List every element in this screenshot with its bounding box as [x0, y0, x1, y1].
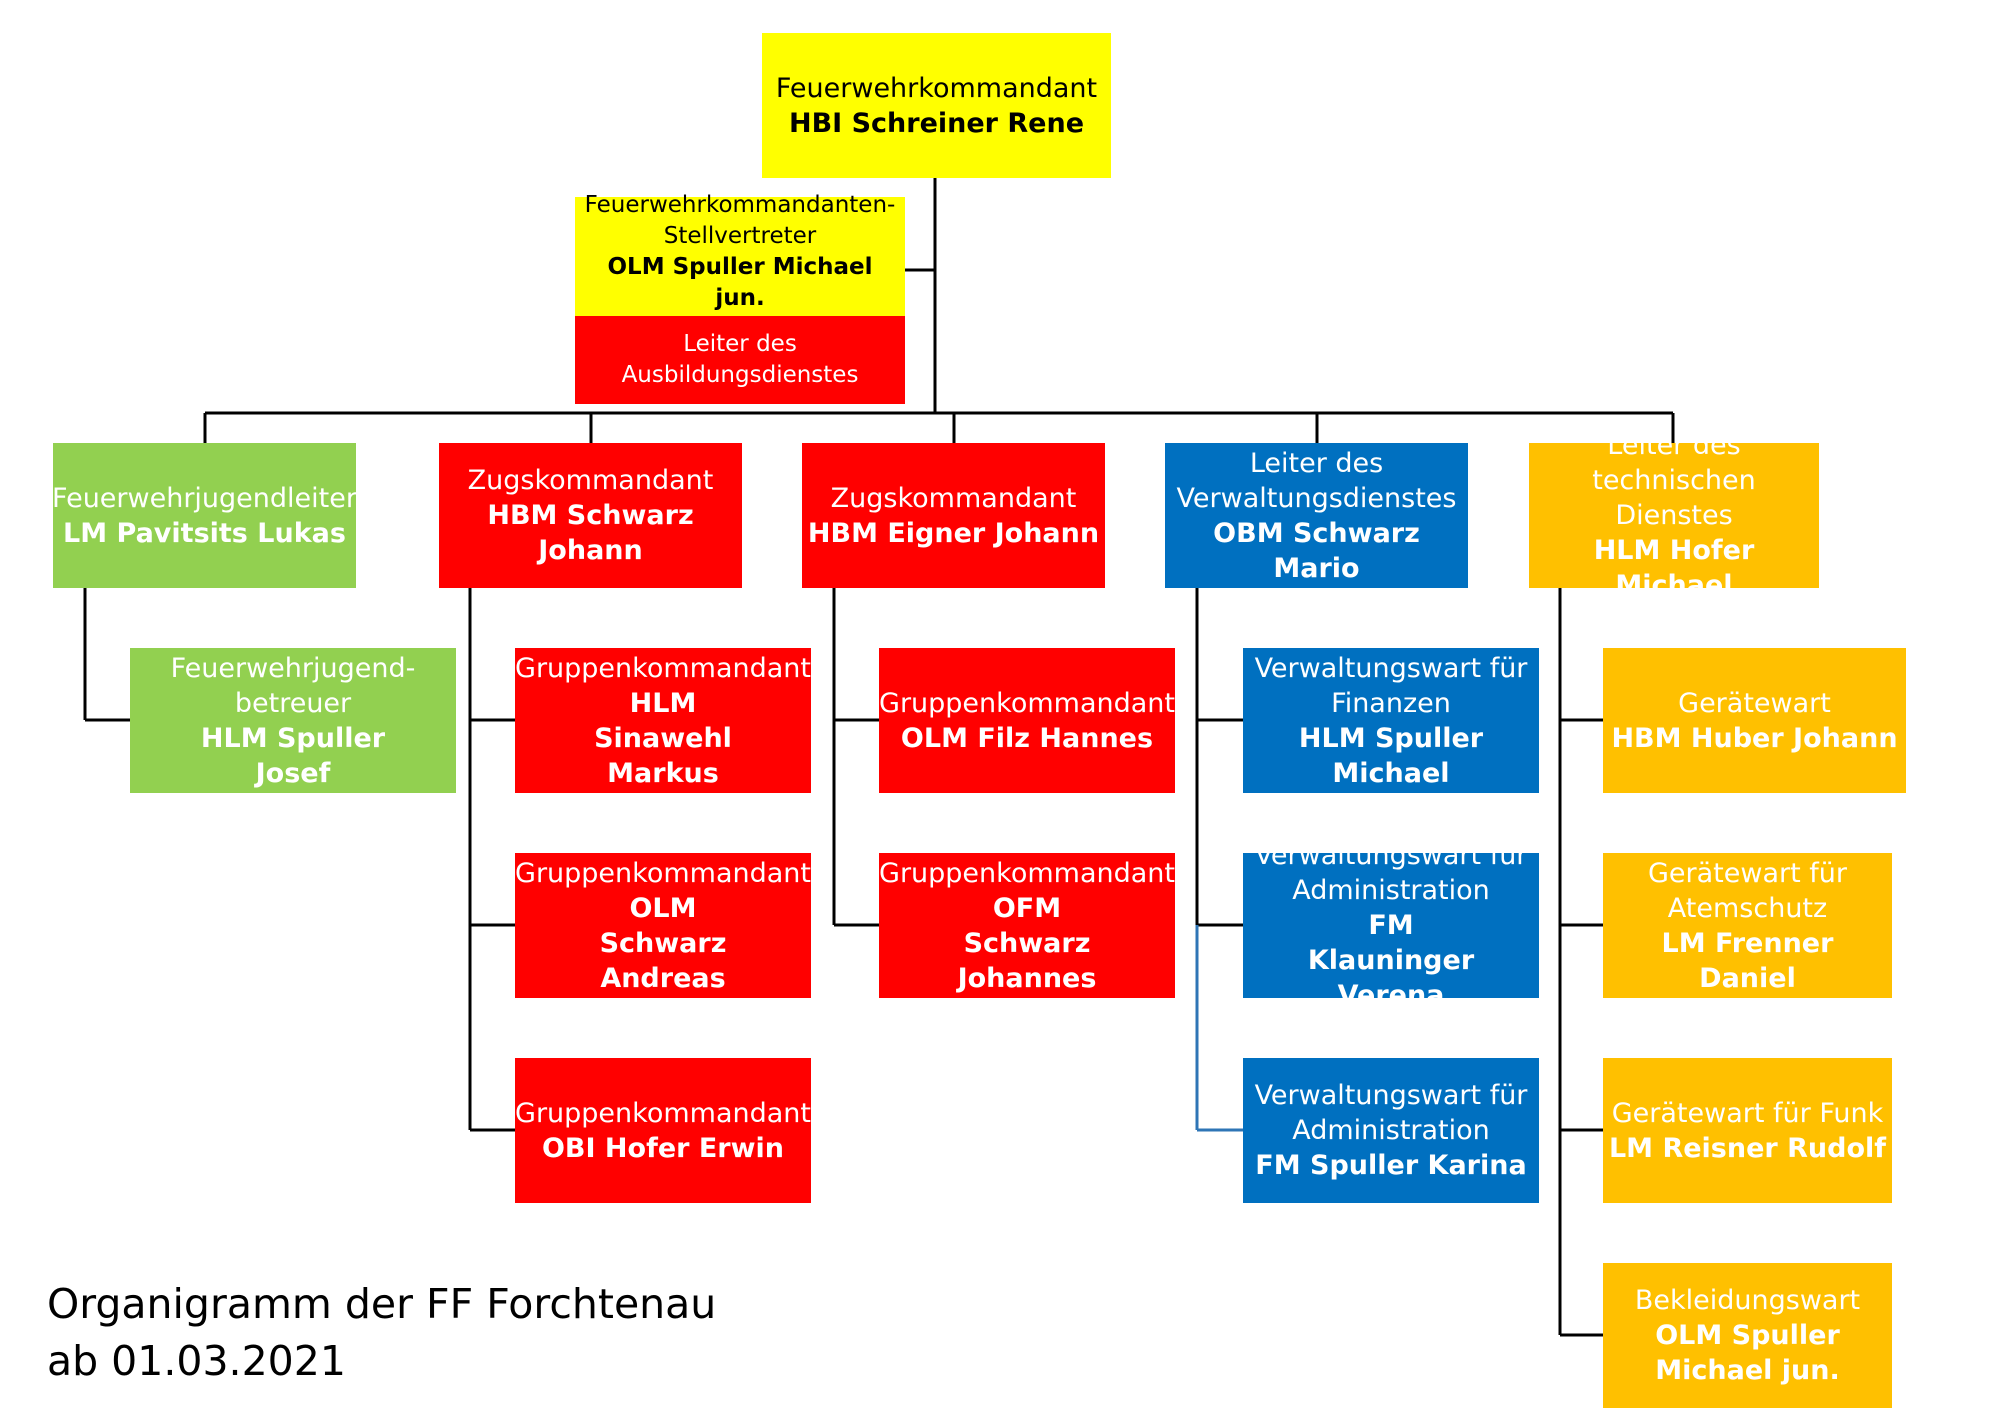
deputy-training-role: Leiter des Ausbildungsdienstes	[621, 331, 859, 388]
chief-role: Feuerwehrkommandant	[775, 72, 1098, 104]
member-name: HLM Spuller Michael	[1298, 722, 1484, 789]
caption-date: ab 01.03.2021	[47, 1337, 346, 1385]
column-head-technical: Leiter des technischen Dienstes HLM Hofe…	[1529, 430, 1819, 601]
member-role: Verwaltungswart für Finanzen	[1254, 652, 1528, 719]
column-head-name: HBM Eigner Johann	[807, 517, 1100, 549]
member-name: LM Frenner Daniel	[1661, 927, 1834, 994]
member-name: HBM Huber Johann	[1611, 722, 1898, 754]
member-role: Verwaltungswart für Administration	[1254, 840, 1528, 906]
member-box: Gerätewart für Atemschutz LM Frenner Dan…	[1603, 853, 1892, 998]
member-role: Gruppenkommandant	[879, 687, 1175, 719]
member-box: Gruppenkommandant OLM Schwarz Andreas	[515, 853, 811, 998]
member-role: Gerätewart für Funk	[1611, 1097, 1884, 1129]
member-box: Bekleidungswart OLM Spuller Michael jun.	[1603, 1263, 1892, 1408]
member-box: Verwaltungswart für Administration FM Kl…	[1243, 840, 1539, 1011]
member-role: Gerätewart	[1678, 687, 1831, 719]
chart-caption: Organigramm der FF Forchtenau ab 01.03.2…	[47, 1276, 716, 1390]
column-head-name: LM Pavitsits Lukas	[63, 517, 346, 549]
chief-box: Feuerwehrkommandant HBI Schreiner Rene	[762, 33, 1111, 178]
member-role: Gerätewart für Atemschutz	[1648, 857, 1847, 924]
member-name: HLM Sinawehl Markus	[594, 687, 732, 789]
column-head-role: Feuerwehrjugendleiter	[52, 482, 357, 514]
member-box: Gruppenkommandant OBI Hofer Erwin	[515, 1058, 811, 1203]
member-box: Gerätewart HBM Huber Johann	[1603, 648, 1906, 793]
member-box: Verwaltungswart für Administration FM Sp…	[1243, 1058, 1539, 1203]
member-name: OLM Schwarz Andreas	[599, 892, 727, 994]
caption-title: Organigramm der FF Forchtenau	[47, 1280, 717, 1328]
member-name: OLM Filz Hannes	[900, 722, 1154, 754]
member-role: Gruppenkommandant	[515, 652, 811, 684]
deputy-training-box: Leiter des Ausbildungsdienstes	[575, 316, 905, 404]
deputy-name: OLM Spuller Michael jun.	[607, 254, 873, 311]
column-head-platoon-1: Zugskommandant HBM Schwarz Johann	[439, 443, 742, 588]
member-role: Feuerwehrjugend-betreuer	[170, 652, 416, 719]
chief-name: HBI Schreiner Rene	[788, 107, 1085, 139]
deputy-role: Feuerwehrkommandanten-Stellvertreter	[584, 192, 896, 249]
member-name: OBI Hofer Erwin	[541, 1132, 785, 1164]
column-head-name: HLM Hofer Michael	[1593, 535, 1755, 601]
member-name: FM Klauninger Verena	[1307, 910, 1475, 1011]
column-head-role: Zugskommandant	[467, 465, 714, 496]
member-role: Gruppenkommandant	[515, 857, 811, 889]
member-name: OFM Schwarz Johannes	[957, 892, 1097, 994]
column-head-name: OBM Schwarz Mario	[1213, 517, 1420, 584]
column-head-role: Leiter des Verwaltungsdienstes	[1176, 447, 1457, 514]
column-head-role: Zugskommandant	[830, 482, 1077, 514]
member-box: Gruppenkommandant HLM Sinawehl Markus	[515, 648, 811, 793]
member-box: Feuerwehrjugend-betreuer HLM Spuller Jos…	[130, 648, 456, 793]
member-role: Gruppenkommandant	[879, 857, 1175, 889]
member-name: HLM Spuller Josef	[200, 722, 386, 789]
column-head-youth: Feuerwehrjugendleiter LM Pavitsits Lukas	[52, 443, 357, 588]
member-role: Verwaltungswart für Administration	[1254, 1080, 1528, 1146]
member-name: FM Spuller Karina	[1255, 1150, 1527, 1181]
deputy-box: Feuerwehrkommandanten-Stellvertreter OLM…	[575, 192, 905, 316]
column-head-administration: Leiter des Verwaltungsdienstes OBM Schwa…	[1165, 443, 1468, 588]
column-head-platoon-2: Zugskommandant HBM Eigner Johann	[802, 443, 1105, 588]
column-head-name: HBM Schwarz Johann	[487, 500, 694, 566]
column-head-role: Leiter des technischen Dienstes	[1592, 430, 1756, 531]
member-box: Gruppenkommandant OFM Schwarz Johannes	[879, 853, 1175, 998]
member-name: OLM Spuller Michael jun.	[1655, 1320, 1840, 1386]
member-box: Gerätewart für Funk LM Reisner Rudolf	[1603, 1058, 1892, 1203]
member-role: Gruppenkommandant	[515, 1097, 811, 1129]
member-box: Gruppenkommandant OLM Filz Hannes	[879, 648, 1175, 793]
member-box: Verwaltungswart für Finanzen HLM Spuller…	[1243, 648, 1539, 793]
member-name: LM Reisner Rudolf	[1608, 1132, 1887, 1164]
member-role: Bekleidungswart	[1634, 1285, 1861, 1316]
